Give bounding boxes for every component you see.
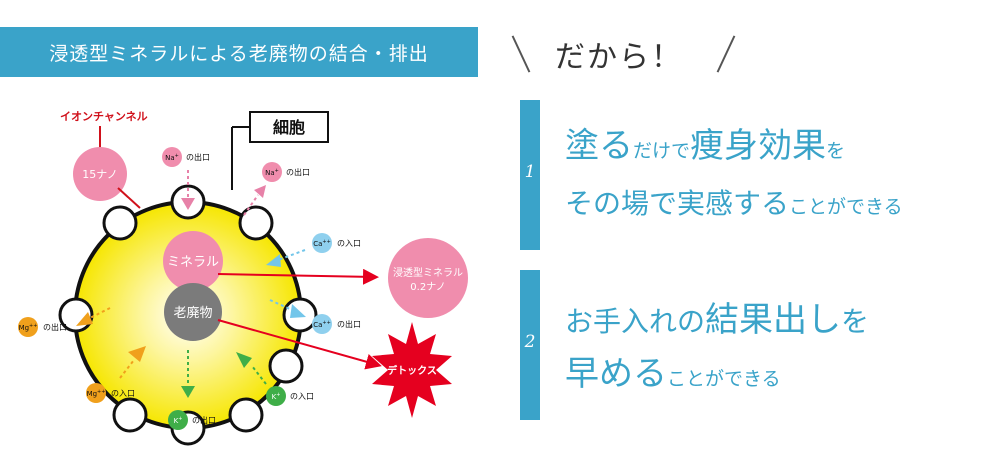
p1-small-3: ことができる xyxy=(789,196,903,218)
svg-text:Na+: Na+ xyxy=(165,153,179,162)
p2-big-2: 早める xyxy=(565,354,667,394)
p2-mid-1: お手入れの xyxy=(565,305,706,338)
cell-label: 細胞 xyxy=(273,118,305,137)
section-title: 浸透型ミネラルによる老廃物の結合・排出 xyxy=(49,42,429,65)
waste-label: 老廃物 xyxy=(173,305,212,321)
k-outlet: K+ の出口 xyxy=(168,350,216,430)
svg-text:の入口: の入口 xyxy=(337,239,361,248)
na-outlet-right: Na+ の出口 xyxy=(243,162,310,216)
permeable-mineral-size: 0.2ナノ xyxy=(410,281,445,293)
ca-inlet: Ca++ の入口 xyxy=(266,233,361,267)
dakara-heading: だから！ xyxy=(510,28,740,78)
channel-size-bracket xyxy=(117,187,141,209)
svg-text:の出口: の出口 xyxy=(337,319,361,329)
svg-text:の出口: の出口 xyxy=(43,322,67,332)
point-2-number: 2 xyxy=(524,332,536,352)
svg-text:Na+: Na+ xyxy=(265,168,279,177)
svg-text:K+: K+ xyxy=(272,392,281,401)
point-1-line-1: 塗るだけで痩身効果を xyxy=(565,118,845,167)
detox-label: デトックス xyxy=(387,364,437,377)
na-outlet-top: Na+ の出口 xyxy=(162,147,210,210)
svg-text:の出口: の出口 xyxy=(192,415,216,425)
membrane-channels xyxy=(58,184,318,446)
p1-small-2: を xyxy=(826,140,846,162)
cell-label-box xyxy=(249,111,329,143)
svg-text:Mg++: Mg++ xyxy=(87,389,106,398)
p1-big-1: 塗る xyxy=(565,126,633,166)
p2-big-1: 結果出し xyxy=(705,300,842,340)
point-1-line-2: その場で実感することができる xyxy=(565,182,903,222)
channel-size-text: 15ナノ xyxy=(82,168,117,181)
point-1-marker: 1 xyxy=(520,100,540,250)
svg-text:の出口: の出口 xyxy=(286,167,310,177)
permeable-mineral-label: 浸透型ミネラル xyxy=(393,266,463,279)
svg-text:の出口: の出口 xyxy=(186,152,210,162)
point-1-number: 1 xyxy=(524,162,536,182)
channel-size-circle xyxy=(73,147,127,201)
point-2-line-1: お手入れの結果出しを xyxy=(565,292,869,341)
p1-mid-1: その場で実感する xyxy=(565,187,790,220)
cell-diagram: イオンチャンネル 15ナノ 細胞 ミネラル 老廃物 浸透型ミネラル 0.2ナノ … xyxy=(18,110,468,446)
point-2-line-2: 早めることができる xyxy=(565,346,781,395)
svg-text:Mg++: Mg++ xyxy=(19,323,38,332)
ca-outlet: Ca++ の出口 xyxy=(269,299,361,334)
waste-circle xyxy=(164,283,222,341)
svg-text:の入口: の入口 xyxy=(290,392,314,401)
ion-channel-label: イオンチャンネル xyxy=(60,110,148,123)
mineral-arrow xyxy=(217,268,379,285)
svg-text:Ca++: Ca++ xyxy=(313,239,331,248)
svg-text:の入口: の入口 xyxy=(111,389,135,398)
p2-mid-2: を xyxy=(841,305,870,338)
mineral-label: ミネラル xyxy=(167,255,219,270)
k-inlet: K+ の入口 xyxy=(236,352,314,406)
right-slash-decoration xyxy=(716,35,736,73)
mineral-circle xyxy=(163,231,223,291)
left-slash-decoration xyxy=(511,35,531,73)
section-title-bar: 浸透型ミネラルによる老廃物の結合・排出 xyxy=(0,27,478,77)
svg-text:K+: K+ xyxy=(174,416,183,425)
mg-outlet: Mg++ の出口 xyxy=(18,307,111,337)
dakara-text: だから！ xyxy=(555,40,683,75)
waste-arrow xyxy=(217,319,382,370)
p1-small-1: だけで xyxy=(633,140,691,162)
point-2-marker: 2 xyxy=(520,270,540,420)
p2-small-1: ことができる xyxy=(667,368,781,390)
p1-big-2: 痩身効果 xyxy=(690,126,827,166)
svg-text:Ca++: Ca++ xyxy=(313,320,331,329)
detox-burst xyxy=(372,322,452,418)
permeable-mineral-circle xyxy=(388,238,468,318)
mg-inlet: Mg++ の入口 xyxy=(86,346,146,403)
